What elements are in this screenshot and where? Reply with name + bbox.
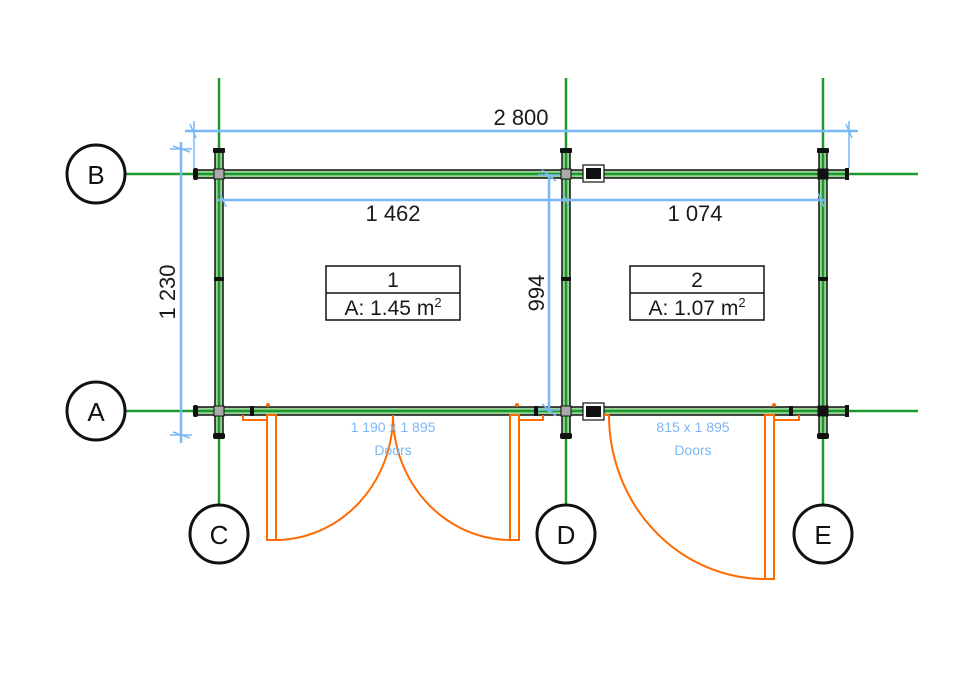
door-type-label: Doors (674, 442, 711, 458)
axis-bubble-c: C (188, 503, 250, 565)
door-stop (266, 403, 270, 407)
axis-label: B (87, 160, 104, 190)
post-cap (213, 148, 225, 153)
dim-tick (189, 123, 197, 139)
room-number: 2 (691, 269, 703, 292)
walls (193, 148, 849, 439)
post-cap (845, 168, 849, 180)
dim-label-overall-depth: 1 230 (155, 264, 180, 319)
door-leaf-left (266, 414, 277, 541)
door-leaf-single (764, 414, 775, 580)
door-stop (772, 403, 776, 407)
dim-tick (541, 169, 557, 182)
junction (560, 405, 572, 417)
dimension-lines (170, 121, 858, 443)
axis-label: E (814, 520, 831, 550)
room-tag-2: 2 A: 1.07 m2 (629, 265, 765, 321)
post-cap (193, 168, 198, 180)
axis-bubble-e: E (792, 503, 854, 565)
door-swing-right (392, 414, 511, 541)
door-swing-single (608, 414, 766, 580)
dim-label-inner-depth: 994 (524, 275, 549, 312)
door-frame-single (774, 415, 800, 421)
junction (817, 405, 829, 417)
axis-label: C (210, 520, 229, 550)
dim-label-room1-width: 1 462 (365, 201, 420, 226)
axis-bubble-d: D (535, 503, 597, 565)
room-number: 1 (387, 269, 399, 292)
dim-label-overall-width: 2 800 (493, 105, 548, 130)
junction (213, 405, 225, 417)
room-area: A: 1.45 m2 (344, 295, 441, 320)
junction (560, 168, 572, 180)
post-cap (560, 148, 572, 153)
dim-tick (562, 192, 570, 208)
wall-notch (789, 406, 793, 416)
room-area: A: 1.07 m2 (648, 295, 745, 320)
axis-label: A (87, 397, 105, 427)
wall-notch (214, 277, 224, 281)
axis-bubble-a: A (65, 380, 127, 442)
connector-box-top-inner (586, 168, 601, 179)
post-cap (817, 433, 829, 439)
door-size-label: 815 x 1 895 (656, 419, 729, 435)
junction (817, 168, 829, 180)
dim-tick (817, 192, 825, 208)
door-frame-left (242, 415, 267, 421)
wall-notch (250, 406, 254, 416)
door-type-label: Doors (374, 442, 411, 458)
dim-label-room2-width: 1 074 (667, 201, 722, 226)
door-swing-left (275, 414, 394, 541)
axis-bubble-b: B (65, 143, 127, 205)
door-stop (515, 403, 519, 407)
room-tag-1: 1 A: 1.45 m2 (325, 265, 461, 321)
dim-tick (219, 192, 227, 208)
doors (242, 403, 800, 580)
post-cap (845, 405, 849, 417)
wall-notch (818, 277, 828, 281)
grid-lines (125, 78, 918, 505)
axis-label: D (557, 520, 576, 550)
junction (213, 168, 225, 180)
wall-notch (534, 406, 538, 416)
post-cap (817, 148, 829, 153)
door-leaf-right (509, 414, 520, 541)
post-cap (213, 433, 225, 439)
door-size-label: 1 190 x 1 895 (351, 419, 436, 435)
dim-tick (541, 403, 557, 417)
post-cap (560, 433, 572, 439)
door-frame-single-2 (604, 414, 610, 419)
connector-box-bottom-inner (586, 406, 601, 417)
post-cap (193, 405, 198, 417)
door-frame-right (519, 415, 544, 421)
wall-notch (561, 277, 571, 281)
